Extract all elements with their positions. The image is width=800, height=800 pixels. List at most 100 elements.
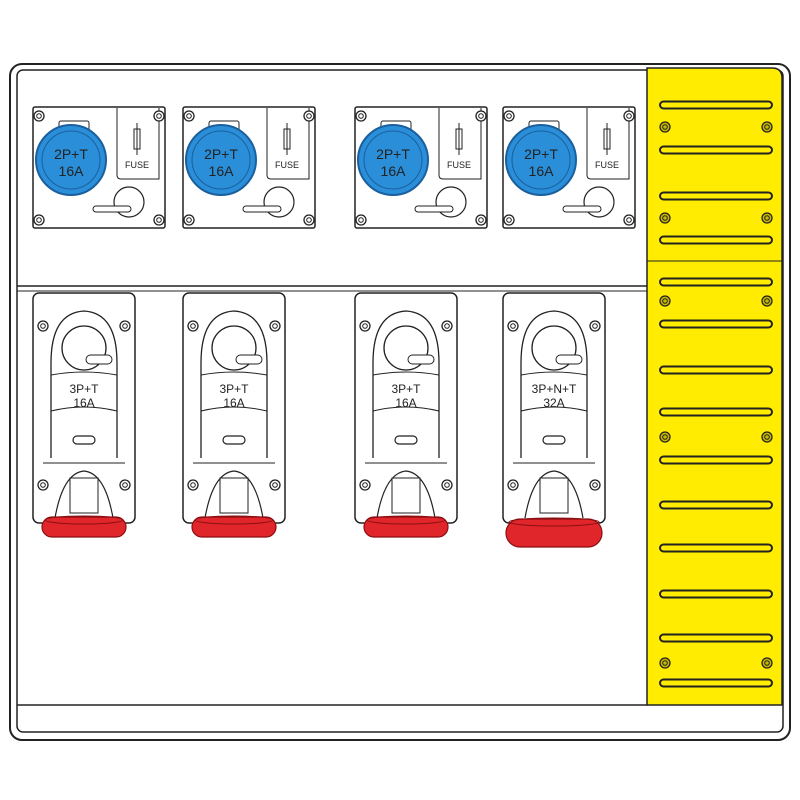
screw-center <box>662 215 668 221</box>
socket-rating-current: 16A <box>209 163 235 179</box>
socket-rating-type: 3P+T <box>219 382 249 396</box>
blank-slot <box>659 235 773 245</box>
screw-icon <box>659 121 671 133</box>
blank-slot <box>659 407 773 417</box>
fuse-cover <box>116 108 160 180</box>
fuse-cover <box>586 108 630 180</box>
screw-center <box>190 482 196 488</box>
red-socket-ring-icon <box>505 518 603 548</box>
blank-slot <box>659 191 773 201</box>
screw-center <box>306 217 312 223</box>
screw-icon <box>761 657 773 669</box>
screw-icon <box>475 214 487 226</box>
screw-icon <box>761 121 773 133</box>
switch-handle <box>92 205 132 213</box>
screw-center <box>36 217 42 223</box>
screw-center <box>444 482 450 488</box>
socket-rating-current: 16A <box>381 163 407 179</box>
screw-icon <box>761 431 773 443</box>
fuse-label: FUSE <box>595 160 619 170</box>
screw-icon <box>659 212 671 224</box>
screw-icon <box>503 110 515 122</box>
socket-rating-type: 2P+T <box>524 146 558 162</box>
screw-icon <box>503 214 515 226</box>
blue-socket-icon <box>35 124 107 196</box>
blank-slot <box>659 633 773 643</box>
fuse-label: FUSE <box>275 160 299 170</box>
screw-center <box>190 323 196 329</box>
enclosure-inner <box>16 69 784 733</box>
socket-rating-type: 2P+T <box>376 146 410 162</box>
screw-icon <box>183 214 195 226</box>
switch-handle <box>235 354 263 365</box>
screw-icon <box>303 110 315 122</box>
blank-slot <box>659 365 773 375</box>
screw-center <box>186 113 192 119</box>
red-socket-ring-icon <box>191 516 277 538</box>
screw-center <box>122 323 128 329</box>
screw-center <box>358 113 364 119</box>
socket-rating-type: 3P+T <box>69 382 99 396</box>
screw-center <box>122 482 128 488</box>
housing-line <box>520 406 588 412</box>
screw-center <box>662 124 668 130</box>
ring-top-edge <box>508 517 600 527</box>
housing-line <box>372 371 440 376</box>
screw-center <box>186 217 192 223</box>
socket-rating-current: 16A <box>223 396 244 410</box>
fuse-label: FUSE <box>447 160 471 170</box>
indicator-icon <box>394 435 418 445</box>
socket-inner-ring <box>511 130 571 190</box>
screw-icon <box>359 320 371 332</box>
screw-center <box>272 323 278 329</box>
screw-center <box>362 323 368 329</box>
screw-icon <box>37 320 49 332</box>
screw-icon <box>475 110 487 122</box>
screw-icon <box>589 479 601 491</box>
screw-icon <box>623 214 635 226</box>
ring-top-edge <box>366 515 446 525</box>
socket-rating-current: 16A <box>59 163 85 179</box>
screw-center <box>478 217 484 223</box>
screw-center <box>506 113 512 119</box>
screw-center <box>662 298 668 304</box>
socket-inner-ring <box>41 130 101 190</box>
screw-icon <box>355 214 367 226</box>
screw-center <box>358 217 364 223</box>
socket-rating-current: 16A <box>529 163 555 179</box>
ring-top-edge <box>44 515 124 525</box>
housing-line <box>200 371 268 376</box>
screw-icon <box>33 110 45 122</box>
screw-center <box>626 113 632 119</box>
socket-latch <box>69 477 99 514</box>
blank-slot <box>659 500 773 510</box>
screw-icon <box>761 295 773 307</box>
screw-icon <box>153 214 165 226</box>
socket-rating-type: 2P+T <box>204 146 238 162</box>
screw-center <box>592 323 598 329</box>
socket-rating-type: 3P+N+T <box>532 382 577 396</box>
screw-icon <box>187 479 199 491</box>
screw-center <box>662 434 668 440</box>
switch-handle <box>414 205 454 213</box>
switch-handle <box>85 354 113 365</box>
screw-center <box>764 124 770 130</box>
fuse-cover <box>266 108 310 180</box>
screw-icon <box>507 320 519 332</box>
screw-icon <box>659 295 671 307</box>
fuse-cover <box>438 108 482 180</box>
blank-slot <box>659 678 773 688</box>
screw-center <box>626 217 632 223</box>
red-socket-ring-icon <box>41 516 127 538</box>
socket-inner-ring <box>191 130 251 190</box>
screw-icon <box>589 320 601 332</box>
screw-center <box>156 113 162 119</box>
screw-center <box>510 323 516 329</box>
blank-slot <box>659 145 773 155</box>
blank-slot <box>659 319 773 329</box>
